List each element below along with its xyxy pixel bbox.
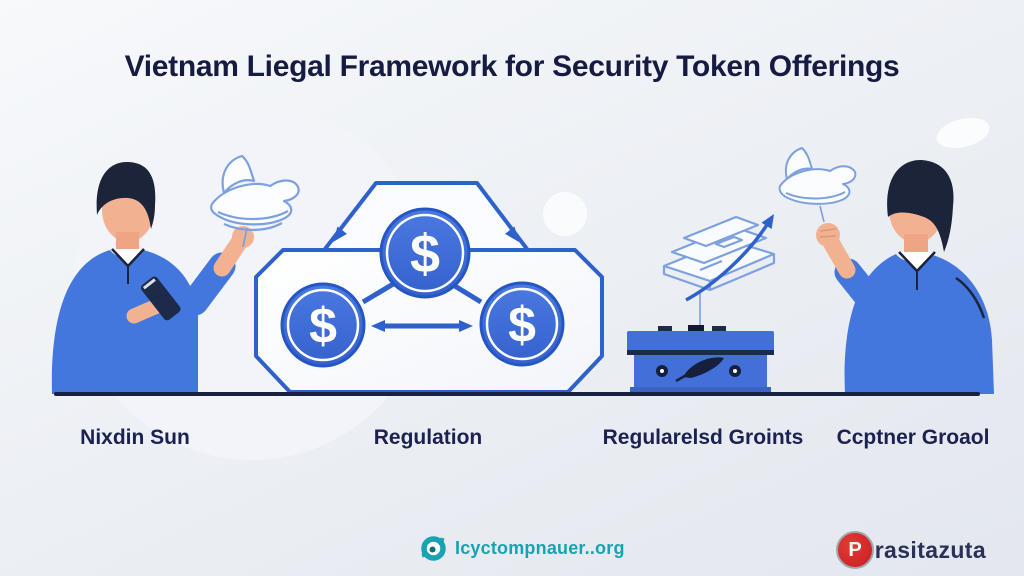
page-title: Vietnam Liegal Framework for Security To… <box>124 50 900 83</box>
person-left <box>51 162 254 394</box>
arrowhead-horizontal-left <box>371 320 385 332</box>
bird-sketch-right <box>778 147 857 223</box>
person-right-torso <box>844 254 994 394</box>
person-right-sleeve-seam <box>955 276 986 319</box>
footer-brand-logo: P P rasitazuta <box>836 531 986 569</box>
person-left-neck <box>116 232 139 252</box>
dollar-coin-symbol: $ <box>410 224 440 284</box>
document-stack-sketch <box>662 215 776 330</box>
smartphone <box>140 276 181 321</box>
person-right-fist <box>816 223 840 247</box>
arrowhead-horizontal-right <box>459 320 473 332</box>
ledger-box <box>627 325 774 394</box>
footer-site-logo: Icyctompnauer..org <box>420 535 625 562</box>
caption-regulation: Regulation <box>373 426 483 449</box>
growth-arrowhead <box>761 214 774 230</box>
brand-name-text: rasitazuta <box>874 536 987 563</box>
site-logo-icon <box>421 536 446 561</box>
person-right-raised-sleeve <box>834 258 886 316</box>
dollar-coin-right: $ <box>479 281 565 367</box>
ledger-box-illustration <box>627 214 776 394</box>
person-left-hand <box>232 226 254 248</box>
site-logo-text: Icyctompnauer..org <box>455 538 625 558</box>
person-right <box>816 159 994 394</box>
person-left-hair <box>96 162 156 229</box>
growth-arrow-sketch <box>685 219 772 302</box>
roof-arrowhead-left <box>333 226 347 242</box>
background-circle-center <box>543 192 587 236</box>
person-right-raised-forearm <box>823 235 856 279</box>
dollar-coin-top: $ <box>379 207 471 299</box>
caption-nixdin-sun: Nixdin Sun <box>80 426 190 449</box>
dollar-coin-left: $ <box>280 282 366 368</box>
dollar-coin-symbol: $ <box>309 298 337 354</box>
brand-p-badge-icon: P <box>836 531 874 569</box>
dollar-coin-symbol: $ <box>508 297 536 353</box>
person-right-hair <box>887 159 954 252</box>
roof-arrowhead-right <box>505 226 519 242</box>
brand-badge-letter: P <box>848 538 862 561</box>
caption-regularelsd-groints: Regularelsd Groints <box>602 426 804 449</box>
background-blob-right <box>936 117 990 149</box>
person-right-neck <box>904 234 928 254</box>
box-feather-emblem <box>683 357 724 378</box>
caption-ccptner-groaol: Ccptner Groaol <box>836 426 990 449</box>
bird-sketch-left <box>210 154 300 248</box>
